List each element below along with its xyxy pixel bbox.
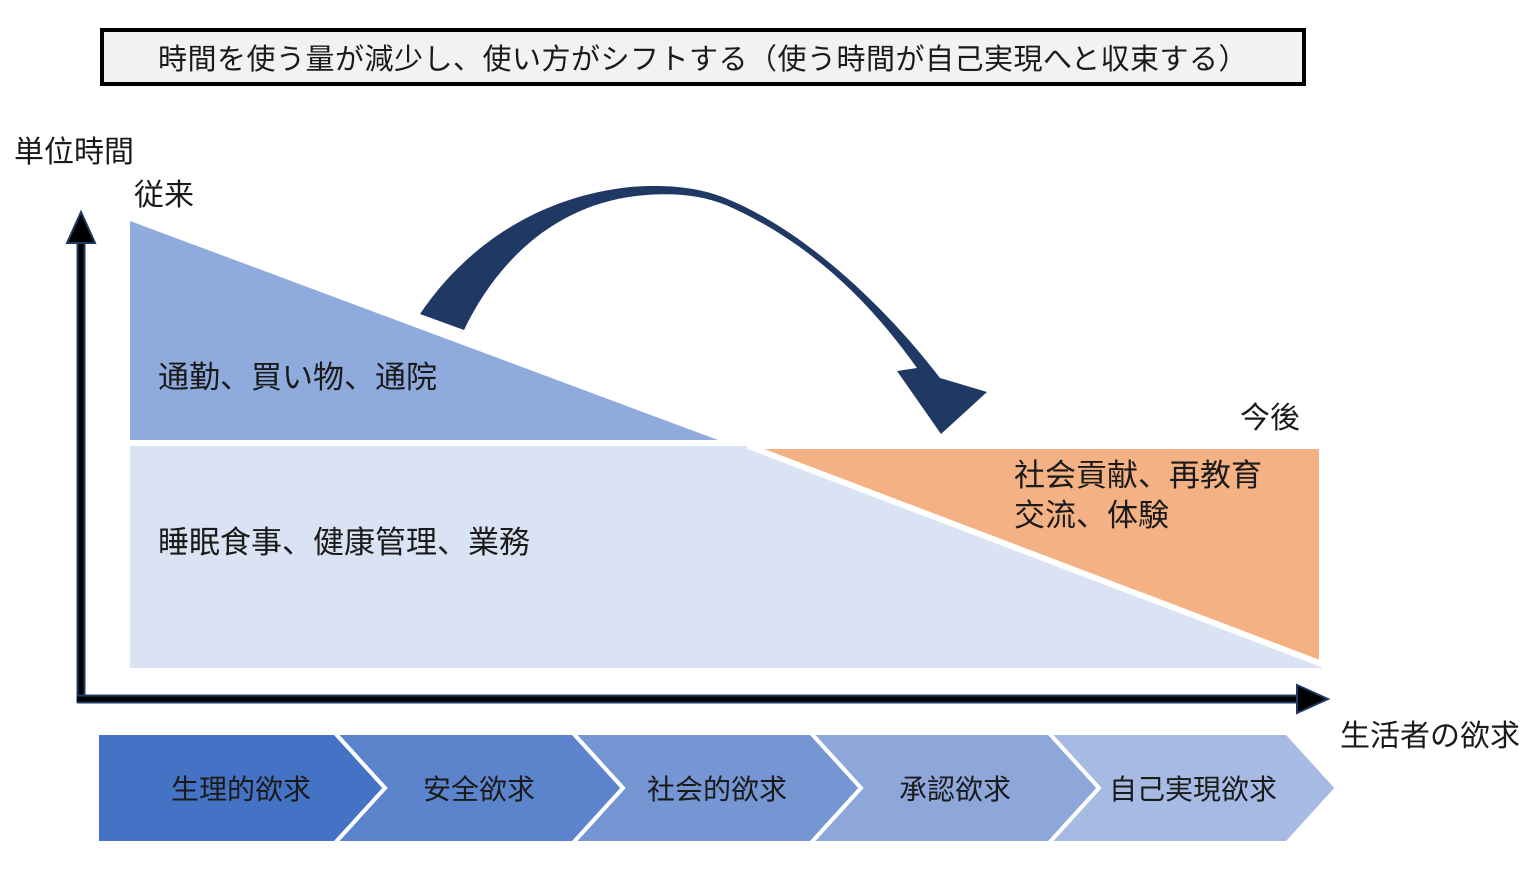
- x-axis-title: 生活者の欲求: [1340, 720, 1520, 753]
- base-region-label: 睡眠食事、健康管理、業務: [158, 525, 530, 560]
- x-axis-arrowhead-icon: [1296, 683, 1331, 715]
- chevron-label-safety: 安全欲求: [422, 774, 536, 805]
- title-banner-text: 時間を使う量が減少し、使い方がシフトする（使う時間が自己実現へと収束する）: [157, 44, 1249, 76]
- commute-region-label: 通勤、買い物、通院: [158, 360, 437, 395]
- future-region-label-line2: 交流、体験: [1014, 498, 1169, 533]
- future-triangle: [746, 443, 1325, 669]
- shift-arrow-icon: [420, 186, 987, 434]
- chevron-label-physiological: 生理的欲求: [170, 774, 312, 805]
- chevron-label-esteem: 承認欲求: [898, 774, 1012, 805]
- after-label: 今後: [1240, 402, 1300, 435]
- title-banner: 時間を使う量が減少し、使い方がシフトする（使う時間が自己実現へと収束する）: [100, 28, 1306, 86]
- future-region-label-line1: 社会貢献、再教育: [1014, 458, 1262, 493]
- chevron-label-social: 社会的欲求: [646, 774, 788, 805]
- before-label: 従来: [134, 179, 194, 212]
- chevron-label-self-actualization: 自己実現欲求: [1108, 774, 1278, 805]
- y-axis-arrowhead-icon: [65, 209, 97, 244]
- commute-triangle: [130, 221, 718, 440]
- chevron-self-actualization: [1044, 731, 1340, 845]
- y-axis-title: 単位時間: [14, 136, 134, 169]
- future-region-label: 社会貢献、再教育 交流、体験: [1014, 456, 1262, 536]
